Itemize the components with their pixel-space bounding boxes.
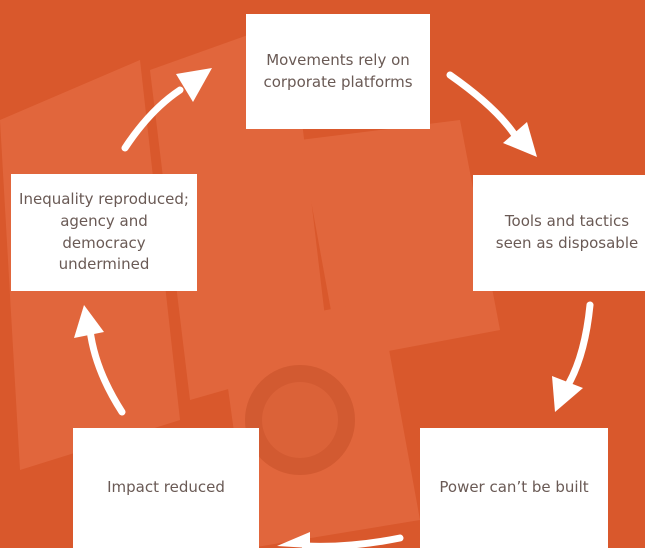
node-power-cant-be-built: Power can’t be built — [420, 428, 608, 548]
node-inequality-reproduced: Inequality reproduced; agency and democr… — [11, 174, 197, 291]
node-label: Inequality reproduced; agency and democr… — [19, 190, 189, 274]
node-tools-disposable: Tools and tactics seen as disposable — [473, 175, 645, 291]
node-label: Tools and tactics seen as disposable — [495, 212, 639, 252]
node-impact-reduced: Impact reduced — [73, 428, 259, 548]
node-movements-rely-on-platforms: Movements rely on corporate platforms — [246, 14, 430, 129]
node-label: Movements rely on corporate platforms — [263, 50, 413, 91]
node-label: Power can’t be built — [439, 478, 589, 497]
node-label: Impact reduced — [107, 478, 225, 497]
